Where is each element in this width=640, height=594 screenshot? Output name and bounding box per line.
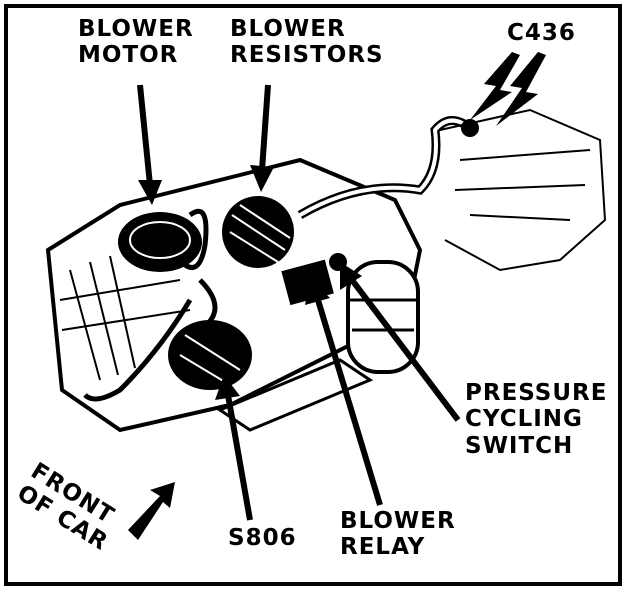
label-s806: S806 (228, 525, 297, 551)
label-line: CYCLING (465, 406, 583, 433)
label-line: PRESSURE (465, 380, 608, 406)
label-line: BLOWER (230, 16, 346, 42)
label-line: RESISTORS (230, 42, 384, 69)
front-direction-arrow (128, 482, 175, 540)
leader-arrows (137, 84, 461, 521)
engine-outline (439, 108, 607, 272)
housing-lower-edge (216, 358, 374, 432)
label-line: C436 (507, 20, 576, 46)
label-line: RELAY (340, 534, 426, 561)
label-pressure-cycling-switch: PRESSURE CYCLING SWITCH (465, 380, 607, 459)
label-blower-relay: BLOWER RELAY (340, 508, 456, 561)
label-blower-motor: BLOWER MOTOR (78, 16, 194, 69)
label-line: SWITCH (465, 432, 574, 459)
label-line: BLOWER (78, 16, 194, 42)
label-line: MOTOR (78, 42, 179, 69)
label-blower-resistors: BLOWER RESISTORS (230, 16, 384, 69)
housing-ribs (59, 255, 191, 381)
label-line: S806 (228, 525, 297, 551)
label-line: BLOWER (340, 508, 456, 534)
label-c436: C436 (507, 20, 576, 46)
c436-arrows (470, 52, 546, 126)
